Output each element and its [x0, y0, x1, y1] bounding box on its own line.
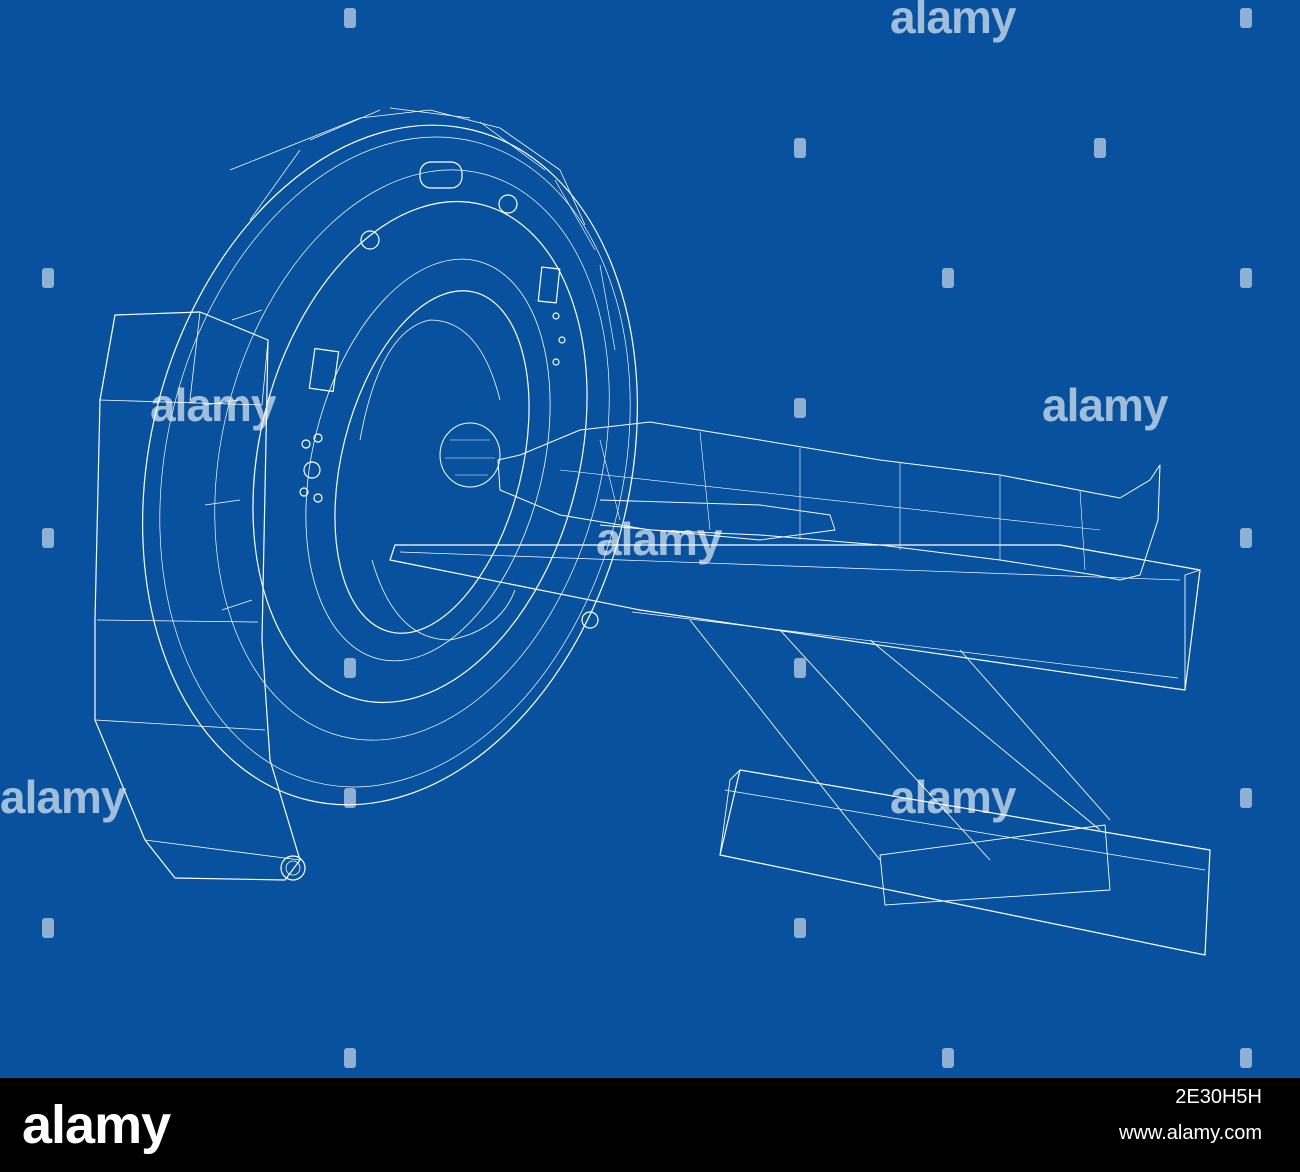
patient-table	[389, 544, 1211, 956]
image-id-label: 2E30H5H	[1175, 1086, 1262, 1108]
alamy-logo: alamy	[22, 1095, 171, 1155]
watermark-text: alamy	[0, 771, 126, 823]
watermark-mark	[794, 658, 806, 678]
scanner-gantry	[94, 107, 638, 881]
watermark-mark	[794, 138, 806, 158]
watermark-text: alamy	[890, 0, 1016, 43]
watermark-mark	[344, 658, 356, 678]
watermark-mark	[344, 1048, 356, 1068]
watermark-mark	[1240, 268, 1252, 288]
watermark-text: alamy	[890, 771, 1016, 823]
watermark-mark	[794, 918, 806, 938]
watermark-mark	[42, 268, 54, 288]
watermark-mark	[344, 788, 356, 808]
patient-figure	[439, 421, 1161, 581]
ct-scanner-wireframe	[94, 107, 1211, 956]
watermark-text: alamy	[1042, 379, 1168, 431]
watermark-mark	[344, 8, 356, 28]
site-url-label: www.alamy.com	[1119, 1122, 1262, 1144]
wireframe-ct-scanner-image: alamy alamy alamy alamy alamy alamy	[0, 0, 1300, 1078]
watermark-mark	[942, 268, 954, 288]
watermark-mark	[1240, 788, 1252, 808]
watermark-mark	[1094, 138, 1106, 158]
watermark-mark	[42, 528, 54, 548]
watermark-mark	[42, 918, 54, 938]
watermark-mark	[794, 398, 806, 418]
watermark-mark	[1240, 528, 1252, 548]
watermark-mark	[1240, 8, 1252, 28]
watermark-mark	[942, 1048, 954, 1068]
watermark-mark	[1240, 1048, 1252, 1068]
watermark-text: alamy	[596, 513, 722, 565]
watermark-text: alamy	[150, 379, 276, 431]
stock-footer-bar: alamy 2E30H5H www.alamy.com	[0, 1078, 1300, 1172]
